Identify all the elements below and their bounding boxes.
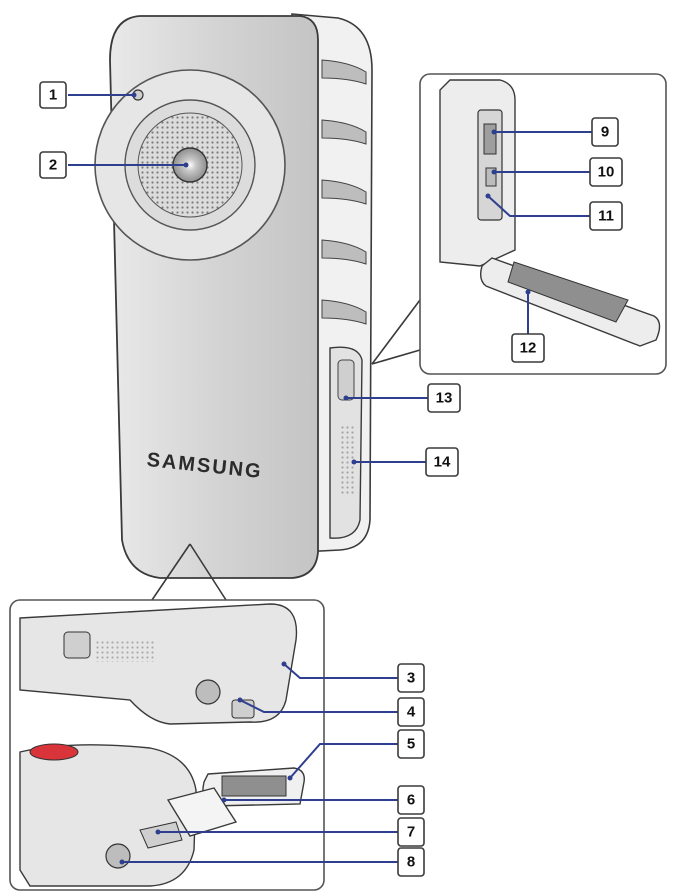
leader-dot-2 bbox=[183, 162, 189, 168]
leader-dot-4 bbox=[237, 697, 243, 703]
leader-dot-9 bbox=[491, 129, 497, 135]
callout-label-10: 10 bbox=[598, 164, 615, 181]
callout-7: 7 bbox=[397, 817, 425, 847]
bottom-inset-connector bbox=[151, 543, 227, 601]
leader-dot-6 bbox=[221, 797, 227, 803]
callout-label-5: 5 bbox=[407, 736, 415, 753]
leader-dot-10 bbox=[491, 169, 497, 175]
cover-label-plate bbox=[507, 261, 629, 323]
callout-label-8: 8 bbox=[407, 854, 415, 871]
callout-label-4: 4 bbox=[407, 704, 416, 721]
callout-label-1: 1 bbox=[49, 87, 57, 104]
callout-label-13: 13 bbox=[436, 390, 453, 407]
leader-11 bbox=[487, 195, 590, 217]
usb-plug bbox=[166, 787, 238, 837]
callout-1: 1 bbox=[39, 81, 67, 109]
callout-label-11: 11 bbox=[598, 208, 614, 225]
hdmi-jack-slot bbox=[337, 359, 355, 401]
callout-label-12: 12 bbox=[520, 340, 537, 357]
leader-3 bbox=[283, 663, 398, 679]
callout-label-6: 6 bbox=[407, 792, 415, 809]
lower-tripod-socket bbox=[105, 843, 131, 869]
callout-9: 9 bbox=[591, 117, 619, 147]
leader-lines bbox=[68, 92, 592, 865]
card-slot-inset bbox=[371, 73, 667, 375]
callout-12: 12 bbox=[511, 333, 545, 363]
memory-card-slot-edge bbox=[483, 123, 497, 155]
callout-3: 3 bbox=[397, 663, 425, 693]
callout-label-3: 3 bbox=[407, 670, 415, 687]
callout-6: 6 bbox=[397, 785, 425, 815]
upper-jack-block bbox=[63, 631, 91, 659]
leader-dot-8 bbox=[119, 859, 125, 865]
leader-4 bbox=[239, 699, 398, 713]
callout-13: 13 bbox=[427, 383, 461, 413]
leader-dot-12 bbox=[525, 289, 531, 295]
callout-2: 2 bbox=[39, 151, 67, 179]
connector-inset bbox=[9, 543, 325, 891]
upper-usb-cover-latch bbox=[231, 699, 255, 719]
camcorder-body: SAMSUNG bbox=[94, 13, 373, 579]
card-lock bbox=[485, 167, 497, 187]
upper-tripod-socket bbox=[195, 679, 221, 705]
leader-dot-14 bbox=[351, 459, 357, 465]
callout-label-2: 2 bbox=[49, 157, 57, 174]
leader-dot-3 bbox=[281, 661, 287, 667]
leader-dot-13 bbox=[343, 395, 349, 401]
leader-dot-7 bbox=[155, 829, 161, 835]
usb-cover-label bbox=[221, 775, 287, 797]
leader-dot-11 bbox=[485, 193, 491, 199]
side-label-marks bbox=[340, 425, 354, 495]
callout-label-9: 9 bbox=[601, 124, 609, 141]
callout-label-7: 7 bbox=[407, 824, 415, 841]
grip-ridges bbox=[321, 59, 367, 325]
leader-dot-1 bbox=[131, 92, 137, 98]
leader-dot-5 bbox=[287, 775, 293, 781]
usb-arm-slot bbox=[139, 821, 183, 849]
record-button bbox=[29, 743, 79, 761]
lower-underside-view bbox=[19, 744, 197, 887]
callout-11: 11 bbox=[589, 201, 623, 231]
callout-14: 14 bbox=[425, 447, 459, 477]
callout-4: 4 bbox=[397, 697, 425, 727]
callout-label-14: 14 bbox=[434, 454, 451, 471]
callout-10: 10 bbox=[589, 157, 623, 187]
leader-5 bbox=[289, 743, 398, 779]
callout-8: 8 bbox=[397, 847, 425, 877]
inset-connector bbox=[371, 299, 421, 365]
upper-label-marks bbox=[96, 640, 156, 662]
callout-5: 5 bbox=[397, 729, 425, 759]
